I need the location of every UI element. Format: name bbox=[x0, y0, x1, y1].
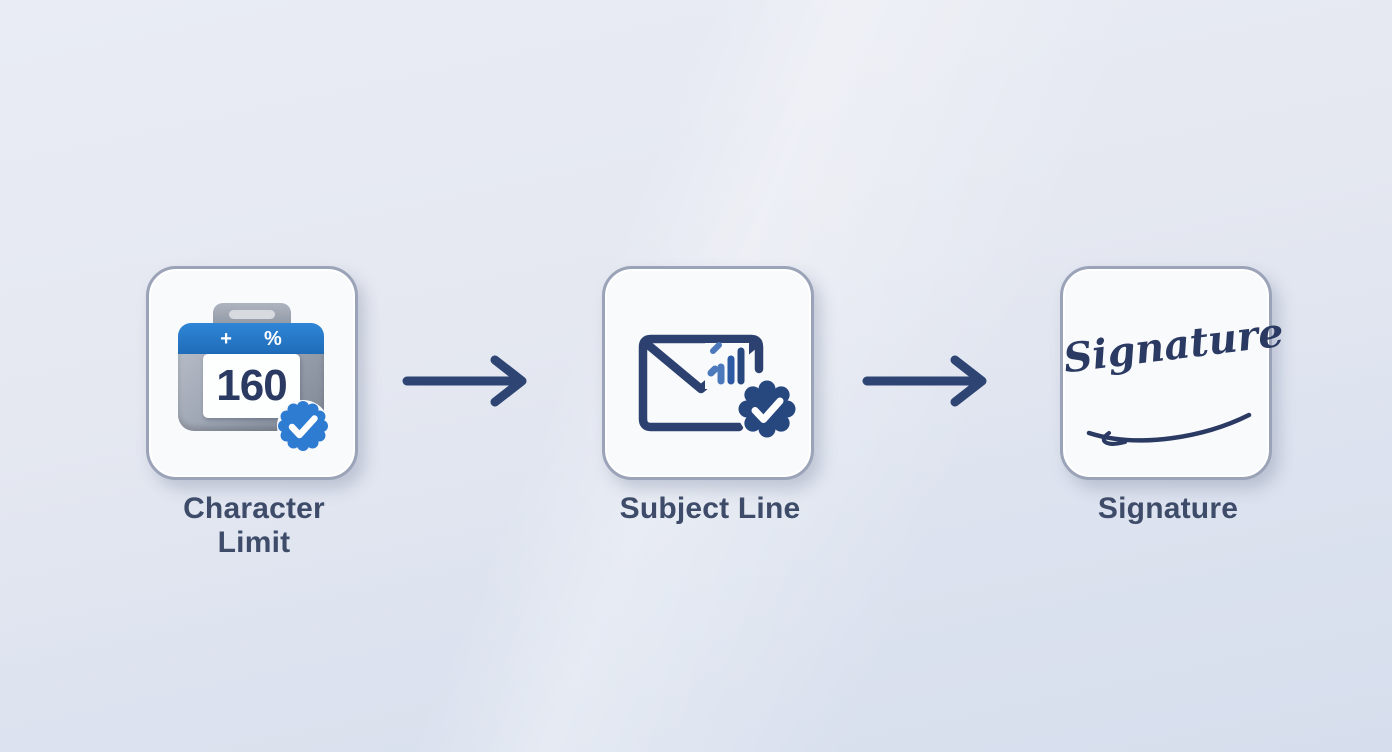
step-subject-line: Subject Line bbox=[602, 266, 818, 526]
signature-card: Signature bbox=[1060, 266, 1287, 480]
character-limit-card: + % 160 bbox=[146, 266, 358, 480]
counter-value: 160 bbox=[216, 361, 287, 410]
signature-script-text: Signature bbox=[1060, 308, 1287, 383]
counter-display: 160 bbox=[203, 354, 300, 418]
step-signature: Signature Signature bbox=[1060, 266, 1287, 526]
plus-symbol: + bbox=[220, 327, 232, 350]
verified-checkmark-icon bbox=[277, 400, 329, 452]
step-label-signature: Signature bbox=[1097, 492, 1239, 525]
envelope-analytics-icon bbox=[638, 334, 764, 432]
signature-underline-flourish bbox=[1086, 412, 1252, 446]
step-character-limit: + % 160 bbox=[146, 266, 362, 560]
step-label-subject-line: Subject Line bbox=[619, 492, 801, 525]
counter-header: + % bbox=[178, 323, 324, 354]
right-arrow-icon bbox=[862, 355, 987, 407]
right-arrow-icon bbox=[402, 355, 527, 407]
step-label-character-limit: Character Limit bbox=[183, 492, 325, 559]
percent-symbol: % bbox=[263, 327, 282, 350]
seal-checkmark-icon bbox=[737, 379, 797, 439]
subject-line-card bbox=[602, 266, 814, 480]
growth-bars-icon bbox=[707, 342, 745, 385]
counter-handle-slot bbox=[229, 310, 275, 319]
